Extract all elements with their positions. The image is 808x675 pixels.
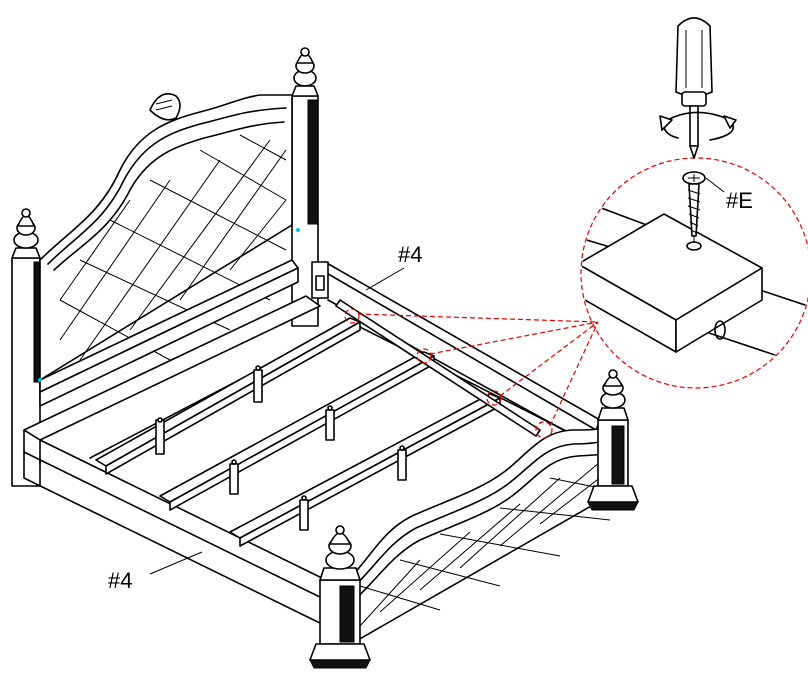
callout-point bbox=[535, 421, 553, 439]
footboard bbox=[309, 369, 639, 669]
screw-leader bbox=[705, 177, 725, 193]
headboard bbox=[11, 47, 319, 487]
label-leader bbox=[149, 551, 203, 575]
center-rail bbox=[335, 299, 541, 437]
detail-view bbox=[582, 199, 808, 371]
rail-label-front: #4 bbox=[108, 568, 133, 593]
slat-legs bbox=[155, 365, 407, 531]
slat bbox=[159, 351, 435, 511]
headboard-tufting bbox=[59, 134, 287, 361]
footboard-right-post bbox=[587, 369, 639, 511]
rotation-arrow-icon bbox=[659, 111, 737, 141]
footboard-tufting bbox=[359, 461, 611, 627]
callout-point bbox=[344, 308, 360, 324]
screwdriver-icon bbox=[675, 17, 713, 159]
footboard-left-post bbox=[309, 525, 371, 669]
screw-label: #E bbox=[726, 188, 753, 213]
label-leader bbox=[365, 267, 405, 291]
callout bbox=[344, 157, 808, 439]
rail-label-back: #4 bbox=[398, 242, 423, 267]
callout-point bbox=[416, 348, 432, 364]
detail-circle bbox=[580, 157, 808, 389]
footboard-panel bbox=[343, 425, 613, 649]
screw-icon bbox=[682, 171, 706, 251]
bed-frame bbox=[23, 261, 601, 627]
crest-ornament bbox=[149, 93, 181, 121]
callout-point bbox=[486, 390, 502, 406]
